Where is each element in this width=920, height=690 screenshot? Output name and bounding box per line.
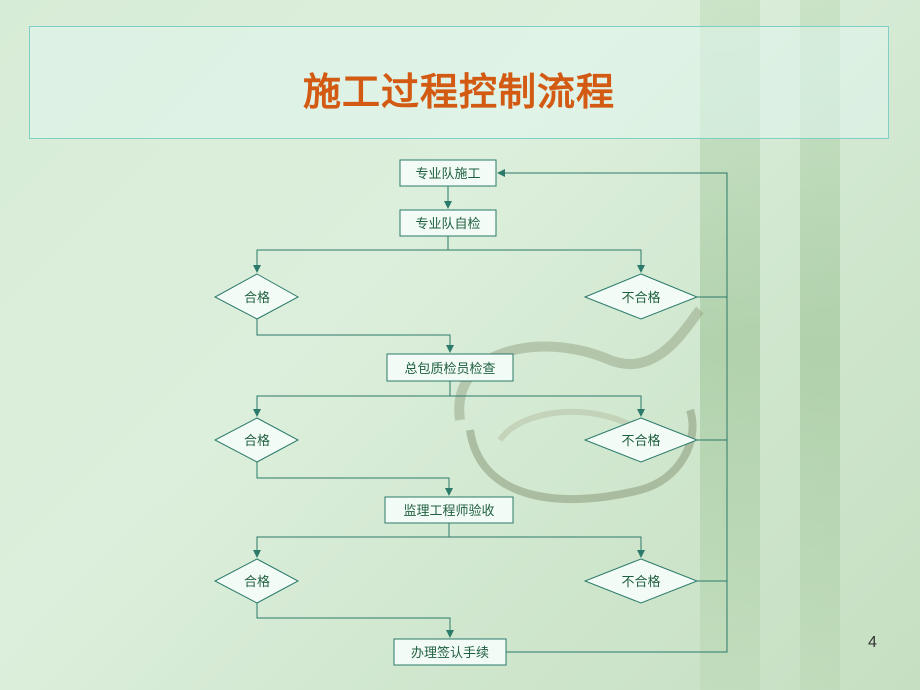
pass-label: 合格	[244, 290, 270, 306]
step-box-1: 专业队施工	[399, 159, 497, 187]
step-box-4: 监理工程师验收	[384, 496, 514, 524]
step-label: 专业队自检	[415, 217, 480, 232]
slide-title: 施工过程控制流程	[302, 70, 615, 114]
step-box-3: 总包质检员检查	[386, 353, 514, 382]
pass-label: 合格	[244, 574, 270, 590]
step-box-2: 专业队自检	[399, 209, 497, 237]
fail-label: 不合格	[621, 574, 660, 590]
fail-label: 不合格	[621, 433, 660, 449]
step-label: 监理工程师验收	[403, 503, 494, 519]
fail-label: 不合格	[621, 290, 660, 306]
pass-label: 合格	[244, 433, 270, 449]
decision-fail-2: 不合格	[583, 417, 699, 463]
step-label: 总包质检员检查	[404, 362, 495, 377]
page-number: 4	[868, 634, 877, 651]
decision-pass-1: 合格	[213, 273, 300, 320]
title-panel: 施工过程控制流程	[29, 26, 889, 139]
decision-fail-1: 不合格	[583, 273, 699, 320]
step-label: 专业队施工	[415, 167, 480, 182]
step-box-5: 办理签认手续	[393, 638, 507, 666]
decision-pass-2: 合格	[213, 417, 300, 463]
decision-pass-3: 合格	[213, 558, 300, 604]
step-label: 办理签认手续	[411, 645, 489, 661]
connectors	[253, 169, 728, 653]
decision-fail-3: 不合格	[583, 558, 699, 604]
